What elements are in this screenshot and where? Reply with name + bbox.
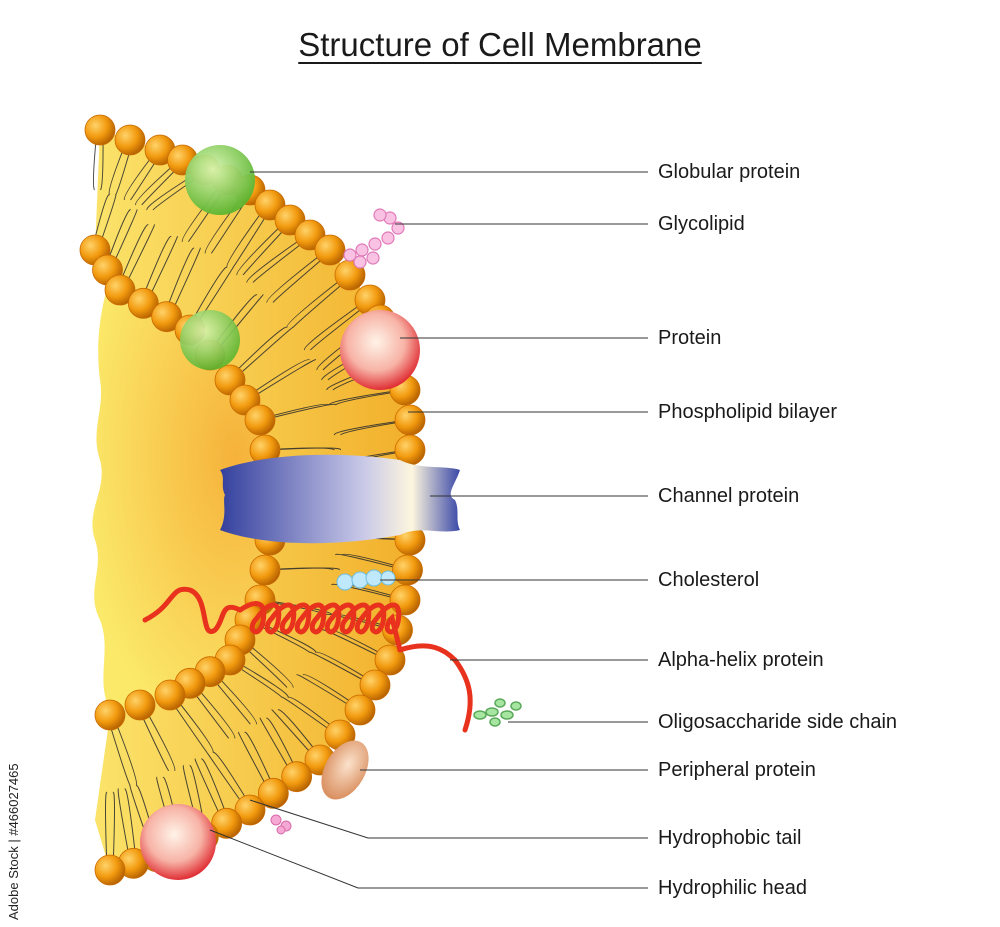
phospholipid-head <box>151 301 183 333</box>
label-hydrophilic-head: Hydrophilic head <box>658 877 807 899</box>
phospholipid-head <box>94 699 126 731</box>
phospholipid-head <box>114 124 146 156</box>
page-title: Structure of Cell Membrane <box>298 26 702 63</box>
lipid-tail <box>296 674 358 711</box>
glycolipid-bead <box>355 243 369 257</box>
lipid-tail <box>262 599 333 616</box>
phospholipid-head <box>281 761 313 793</box>
label-hydrophobic-tail: Hydrophobic tail <box>658 827 802 849</box>
phospholipid-head <box>374 644 406 676</box>
label-globular-protein: Globular protein <box>658 161 801 183</box>
label-protein: Protein <box>658 327 722 349</box>
lipid-tail <box>112 791 115 871</box>
glycolipid-bead <box>343 248 357 262</box>
lipid-tail <box>333 419 408 436</box>
phospholipid-head <box>257 777 289 809</box>
phospholipid-head <box>359 669 391 701</box>
globular-protein-top <box>185 145 255 215</box>
phospholipid-head <box>394 404 426 436</box>
glycolipid-bead <box>381 231 395 245</box>
stock-watermark: Adobe Stock | #466027465 <box>6 763 21 920</box>
glycolipid-bead <box>373 208 387 222</box>
leader-lines <box>209 171 648 889</box>
lipid-tail <box>328 389 403 406</box>
lipid-tail <box>335 553 405 571</box>
phospholipid-head <box>249 554 281 586</box>
glycolipid-bead <box>366 251 380 265</box>
label-phospholipid-bilayer: Phospholipid bilayer <box>658 401 838 423</box>
label-channel-protein: Channel protein <box>658 485 800 507</box>
label-cholesterol: Cholesterol <box>658 569 760 591</box>
label-alpha-helix-protein: Alpha-helix protein <box>658 649 824 671</box>
phospholipid-head <box>389 584 421 616</box>
phospholipid-head <box>124 689 156 721</box>
lipid-tail <box>105 791 108 871</box>
phospholipid-head <box>154 679 186 711</box>
lipid-tail <box>286 274 348 328</box>
phospholipid-head <box>211 807 243 839</box>
protein-sphere-bottom <box>140 804 216 880</box>
lipid-tail <box>232 326 294 381</box>
phospholipid-head <box>314 234 346 266</box>
lipid-tail <box>246 234 308 283</box>
lipid-tail <box>303 299 368 351</box>
phospholipid-head <box>94 854 126 886</box>
lipid-tail <box>169 247 201 317</box>
phospholipid-head <box>104 274 136 306</box>
protein-sphere <box>340 310 420 390</box>
lipid-tail <box>266 249 328 303</box>
lipid-tail <box>267 567 340 571</box>
glycolipid-bead <box>353 255 367 269</box>
phospholipid-head <box>244 404 276 436</box>
oligosaccharide-chain <box>473 698 522 727</box>
label-peripheral-protein: Peripheral protein <box>658 759 816 781</box>
glycolipid-bead <box>391 221 405 235</box>
label-oligosaccharide-side-chain: Oligosaccharide side chain <box>658 711 898 733</box>
phospholipid-head <box>84 114 116 146</box>
glycolipid-chain <box>343 208 405 269</box>
glycolipid-bead <box>368 237 382 251</box>
lipid-tail <box>262 403 337 421</box>
phospholipid-head <box>344 694 376 726</box>
lipid-tail <box>267 447 342 451</box>
channel-protein <box>220 454 460 544</box>
globular-protein-inner <box>180 310 240 370</box>
cholesterol-molecule <box>336 569 396 591</box>
phospholipid-head <box>127 287 159 319</box>
lipid-tail <box>247 359 317 401</box>
peripheral-protein <box>321 740 369 800</box>
label-glycolipid: Glycolipid <box>658 213 745 235</box>
lipid-tail <box>117 788 131 864</box>
